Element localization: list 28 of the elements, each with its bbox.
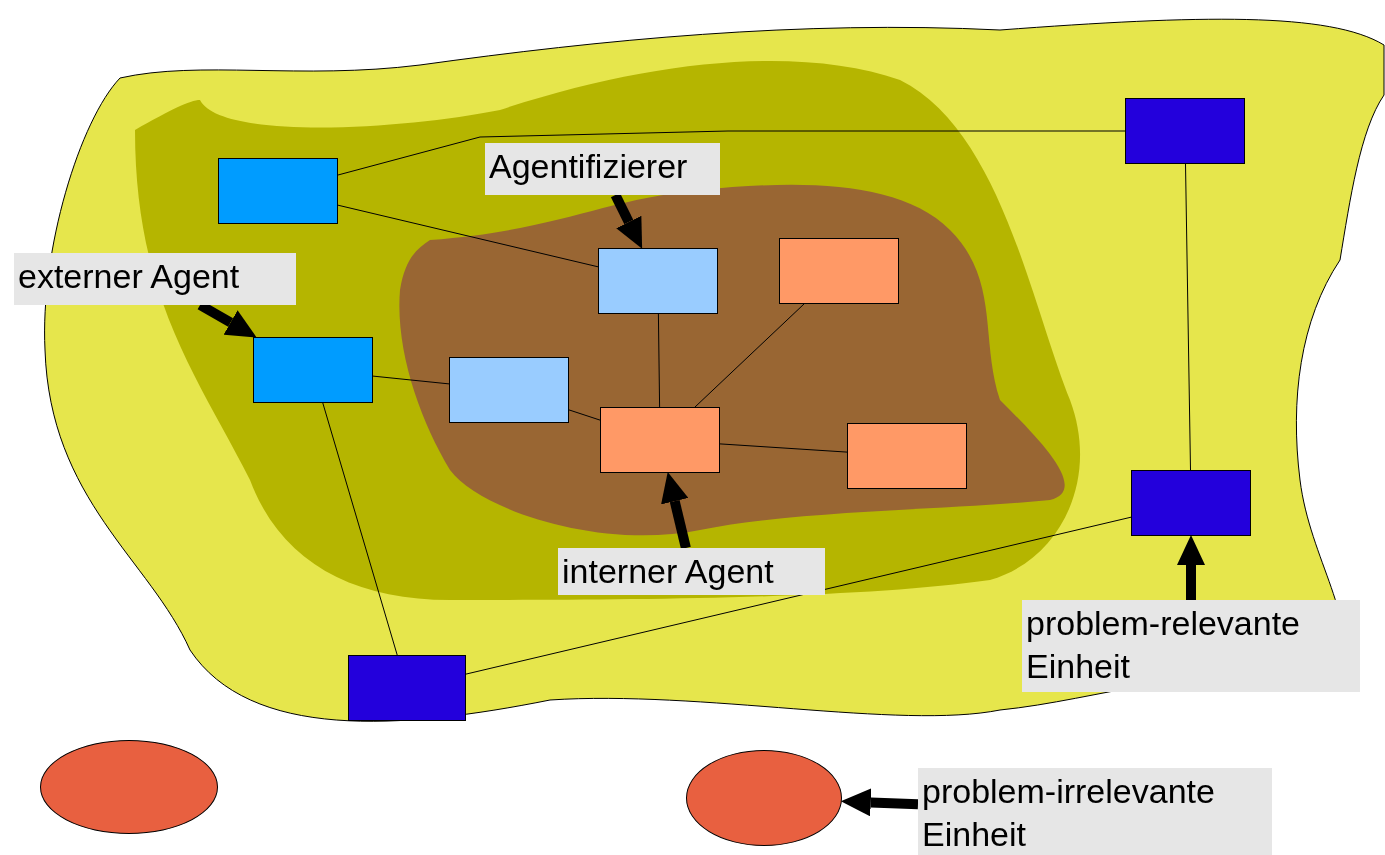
unit-rectangle [218, 158, 338, 224]
connector-line [372, 375, 450, 385]
connector-line [657, 313, 661, 408]
connector-line [568, 409, 601, 421]
unit-rectangle [600, 407, 720, 473]
unit-rectangle [253, 337, 373, 403]
arrow [1177, 535, 1205, 600]
arrow [610, 192, 643, 249]
unit-rectangle [449, 357, 569, 423]
callout-label: interner Agent [558, 548, 825, 595]
arrow [840, 788, 919, 817]
connector-line [337, 204, 599, 268]
callout-label: externer Agent [14, 253, 296, 305]
arrow [661, 472, 691, 550]
unit-rectangle [847, 423, 967, 489]
connector-line [719, 443, 848, 453]
connector-line [694, 303, 805, 408]
unit-rectangle [598, 248, 718, 314]
connector-line [465, 516, 1132, 675]
callout-label: problem-irrelevante Einheit [918, 768, 1272, 855]
unit-rectangle [779, 238, 899, 304]
connector-line [337, 130, 1126, 176]
unit-rectangle [348, 655, 466, 721]
callout-label: Agentifizierer [485, 143, 720, 195]
connector-line [322, 402, 398, 656]
connector-line [1185, 163, 1191, 471]
unit-rectangle [1125, 98, 1245, 164]
unit-rectangle [1131, 470, 1251, 536]
